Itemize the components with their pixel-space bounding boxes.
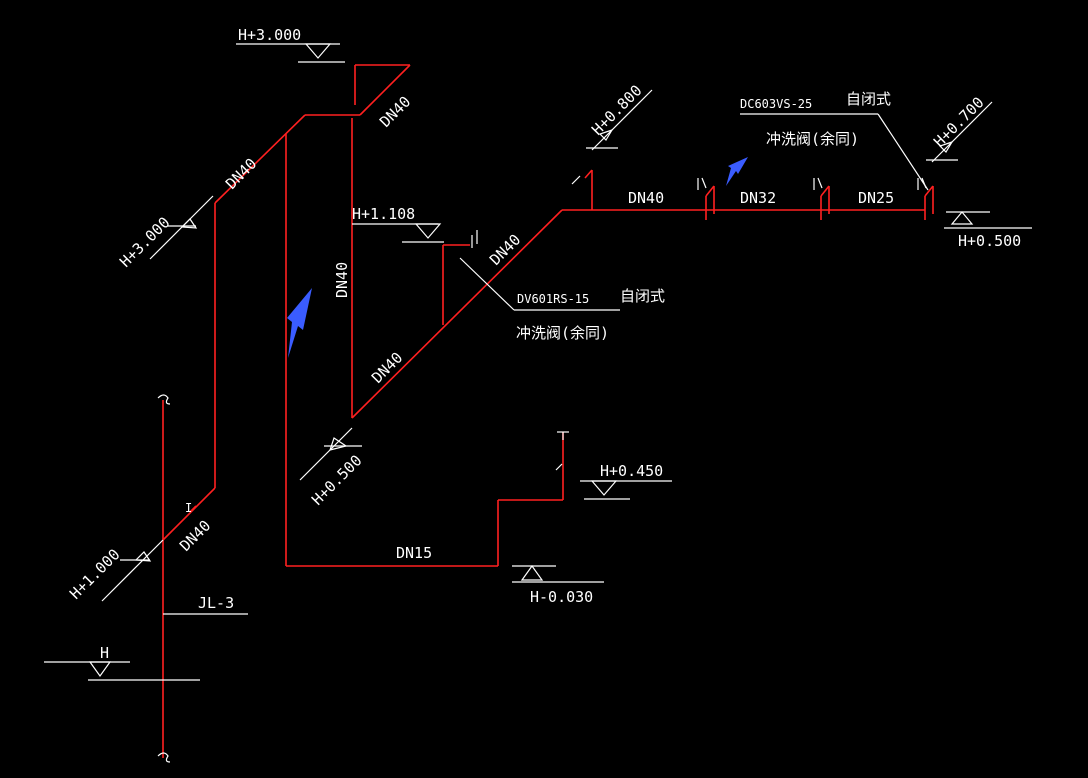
dn40-diag-upper: DN40: [222, 155, 260, 193]
valve-annotation-mid: DV601RS-15 自闭式 冲洗阀(余同): [459, 257, 665, 342]
valve-mid-desc: 冲洗阀(余同): [516, 324, 609, 342]
dn25: DN25: [858, 189, 894, 207]
elev-1000: H+1.000: [66, 539, 164, 603]
blue-arrows: [287, 157, 748, 358]
valve-right-model: DC603VS-25: [740, 97, 812, 111]
dn40-vertical: DN40: [333, 262, 351, 298]
svg-text:H+0.500: H+0.500: [308, 451, 365, 508]
valve-mid-type: 自闭式: [620, 287, 665, 305]
dn40-diag-mid: DN40: [486, 231, 524, 269]
elev-left-3000: H+3.000: [116, 195, 214, 271]
arrow-down-left: [287, 288, 312, 358]
svg-text:H+3.000: H+3.000: [116, 213, 173, 270]
dn40-top: DN40: [376, 93, 414, 131]
svg-text:H+0.500: H+0.500: [958, 232, 1021, 250]
drop-branch: [285, 134, 569, 567]
elevation-base-label: H: [100, 644, 109, 662]
svg-text:H+0.450: H+0.450: [600, 462, 663, 480]
riser-jl3: JL-3: [157, 394, 248, 763]
dn40-diag-lower: DN40: [368, 349, 406, 387]
dn40-horizontal: DN40: [628, 189, 664, 207]
branch-from-riser: I: [162, 64, 411, 541]
svg-text:H+1.108: H+1.108: [352, 205, 415, 223]
elev-top-3000: H+3.000: [236, 26, 345, 63]
valve-annotation-right: DC603VS-25 自闭式 冲洗阀(余同): [740, 90, 929, 191]
dn32: DN32: [740, 189, 776, 207]
elev-0500-right: H+0.500: [944, 211, 1032, 250]
dn15: DN15: [396, 544, 432, 562]
svg-text:I: I: [185, 501, 192, 515]
svg-text:H+1.000: H+1.000: [66, 545, 123, 602]
elev-0500-bottom: H+0.500: [299, 427, 366, 509]
elev-0450: H+0.450: [580, 462, 672, 500]
svg-text:H+3.000: H+3.000: [238, 26, 301, 44]
elev-0700: H+0.700: [926, 93, 993, 163]
svg-text:H+0.700: H+0.700: [930, 93, 987, 150]
arrow-down-left-small: [726, 157, 748, 186]
svg-text:H+0.800: H+0.800: [588, 81, 645, 138]
valve-right-desc: 冲洗阀(余同): [766, 130, 859, 148]
main-branch: [351, 118, 925, 419]
elevation-base: H: [44, 644, 200, 681]
elev-1108: H+1.108: [352, 205, 444, 243]
svg-text:H-0.030: H-0.030: [530, 588, 593, 606]
elev-neg0030: H-0.030: [512, 564, 604, 606]
valve-right-type: 自闭式: [846, 90, 891, 108]
dn40-riser: DN40: [176, 517, 214, 555]
elev-0800: H+0.800: [586, 81, 653, 151]
valve-mid-model: DV601RS-15: [517, 292, 589, 306]
valve-symbols: [697, 177, 934, 220]
riser-label: JL-3: [198, 594, 234, 612]
